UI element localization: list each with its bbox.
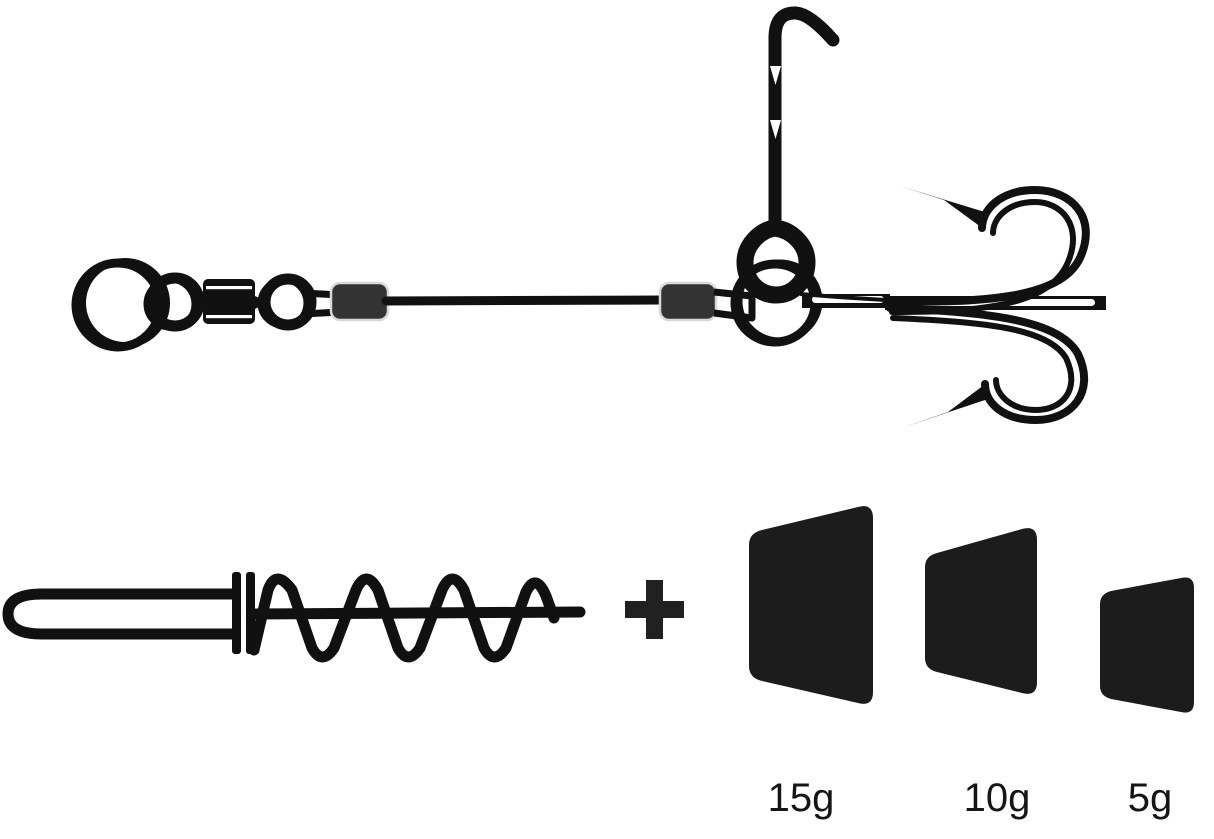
screw-in-bait-keeper xyxy=(2,572,586,663)
stopper-collar-bar-1 xyxy=(232,572,241,654)
weight-label-5g: 5g xyxy=(1128,776,1173,820)
center-shaft xyxy=(246,606,586,620)
weight-shape-5g xyxy=(1100,577,1194,713)
stinger-rig-assembly xyxy=(71,6,1106,428)
wire-leader xyxy=(381,295,669,306)
weight-shape-10g xyxy=(925,528,1037,694)
barrel-swivel-icon xyxy=(196,273,317,331)
plus-symbol xyxy=(625,580,684,639)
weight-shape-15g xyxy=(749,506,873,704)
treble-hook-icon xyxy=(799,185,1106,428)
corkscrew-spiral xyxy=(248,573,560,663)
crimp-sleeve-right xyxy=(658,281,718,322)
weight-label-15g: 15g xyxy=(768,776,835,820)
weight-item-large: 15g xyxy=(749,506,873,820)
weights-group: 15g 10g 5g xyxy=(749,506,1194,820)
crimp-sleeve-left xyxy=(329,281,390,322)
weight-item-small: 5g xyxy=(1100,577,1194,820)
weight-item-medium: 10g xyxy=(925,528,1037,820)
bait-holder-pin xyxy=(736,6,840,304)
weight-label-10g: 10g xyxy=(964,776,1031,820)
